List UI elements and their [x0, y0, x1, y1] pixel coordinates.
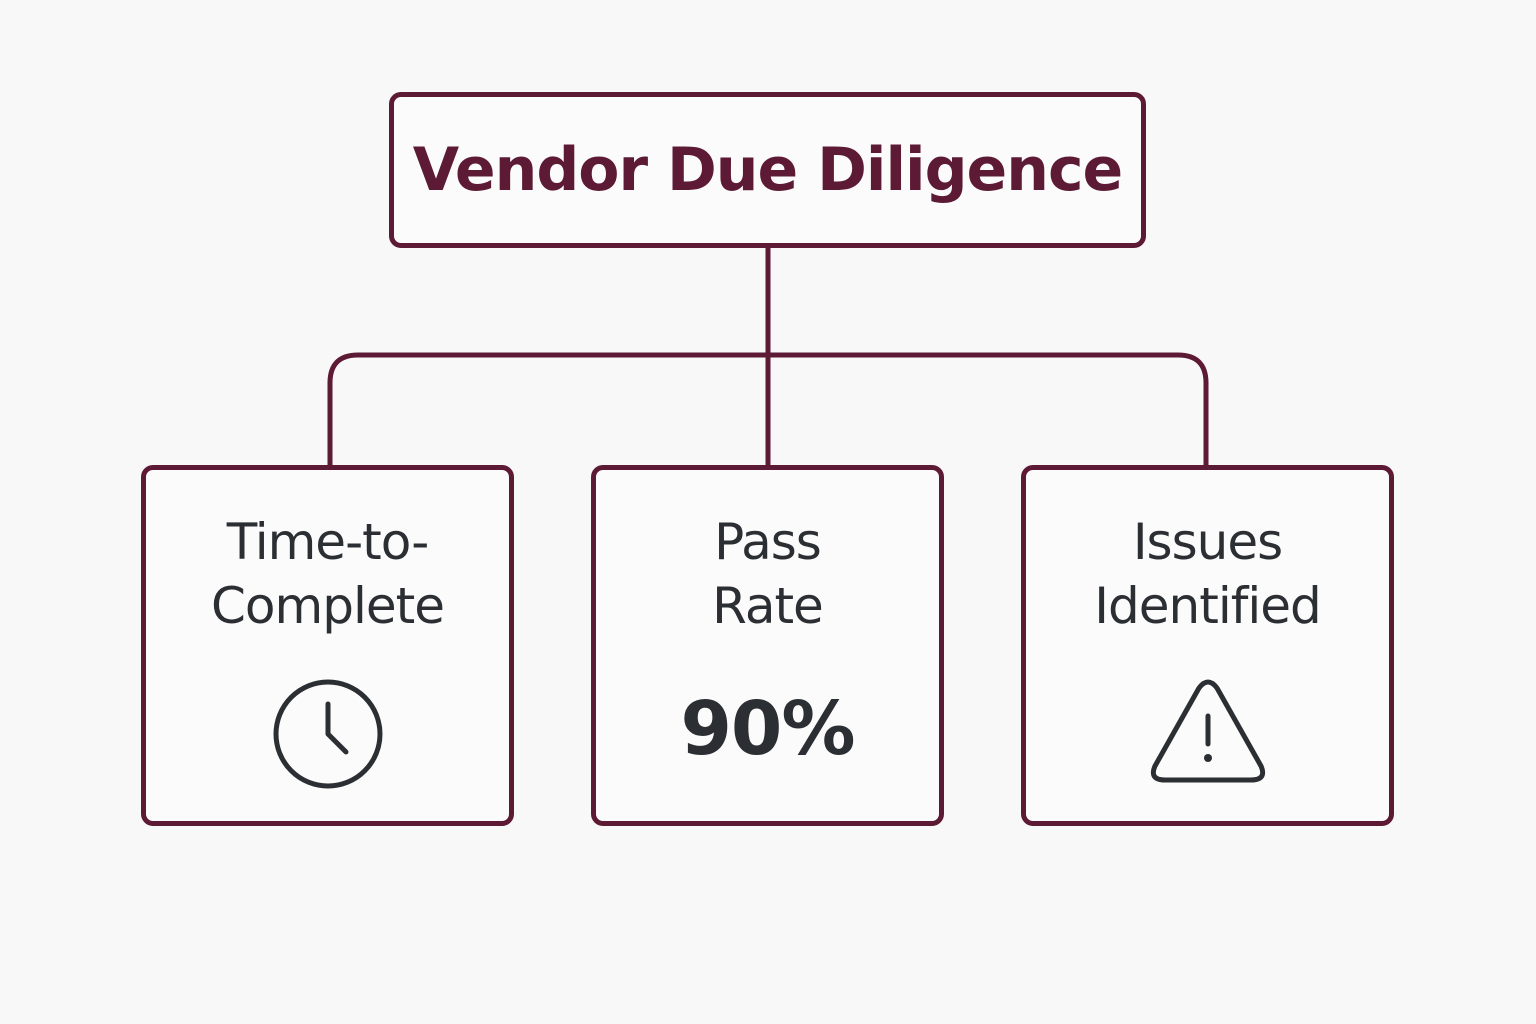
label-line: Complete: [211, 577, 445, 635]
label-line: Issues: [1132, 513, 1283, 571]
node-label: Time-to- Complete: [211, 510, 445, 638]
root-node: Vendor Due Diligence: [389, 92, 1146, 248]
node-pass-rate: Pass Rate 90%: [591, 465, 944, 826]
clock-icon: [272, 678, 384, 794]
label-line: Rate: [712, 577, 824, 635]
label-line: Identified: [1094, 577, 1321, 635]
left-branch-connector: [327, 352, 771, 468]
warning-triangle-icon: [1149, 678, 1267, 790]
right-branch-connector: [765, 352, 1209, 468]
node-issues-identified: Issues Identified: [1021, 465, 1394, 826]
label-line: Time-to-: [226, 513, 430, 571]
node-label: Pass Rate: [712, 510, 824, 638]
node-time-to-complete: Time-to- Complete: [141, 465, 514, 826]
node-label: Issues Identified: [1094, 510, 1321, 638]
pass-rate-value: 90%: [680, 686, 855, 772]
label-line: Pass: [714, 513, 822, 571]
root-title: Vendor Due Diligence: [412, 135, 1123, 205]
